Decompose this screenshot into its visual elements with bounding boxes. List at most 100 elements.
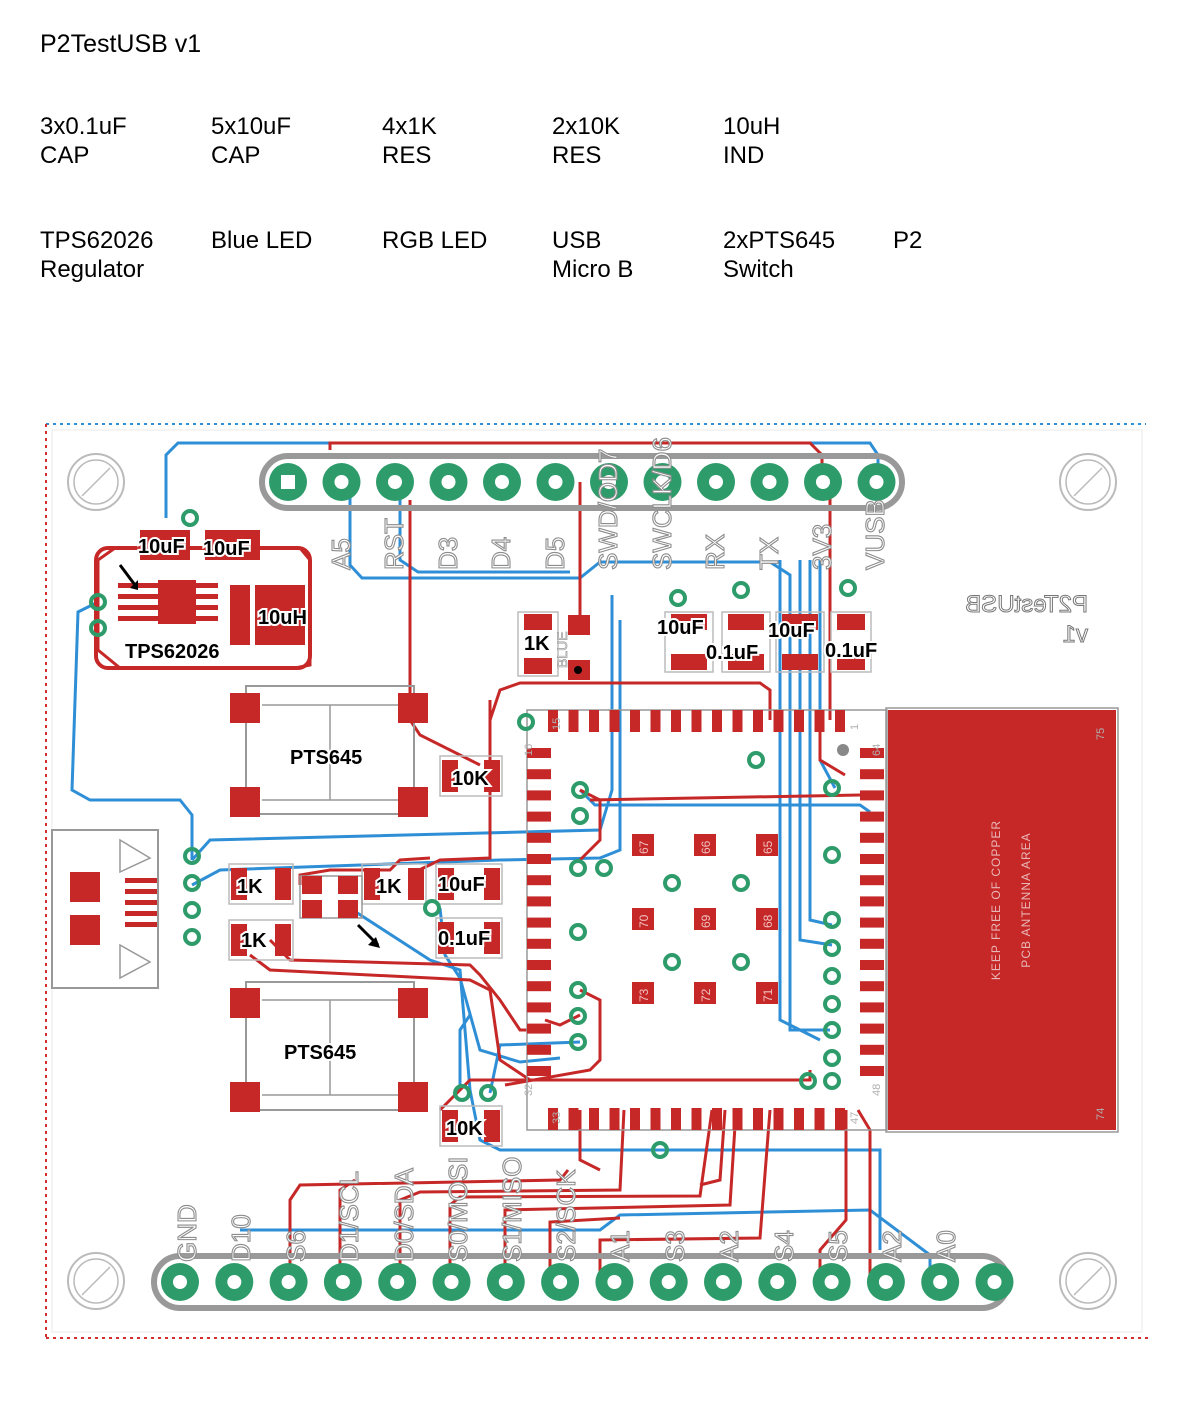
via xyxy=(823,779,841,797)
smd-part xyxy=(435,917,503,959)
cap-label: 10uF xyxy=(138,536,185,558)
header-pin xyxy=(595,1263,634,1301)
antenna-keepout xyxy=(888,710,1116,1130)
bom-line: TPS62026 xyxy=(40,227,154,254)
module-pin-number: 48 xyxy=(871,1084,883,1096)
header-pin-label: RX xyxy=(700,534,730,570)
bom-line: Regulator xyxy=(40,256,145,283)
module-pad xyxy=(860,832,884,843)
module-pad xyxy=(860,811,884,822)
module-pad xyxy=(814,1108,825,1130)
header-pin xyxy=(269,463,307,501)
header-pin xyxy=(758,1263,797,1301)
module-pad xyxy=(712,710,722,732)
header-pin-label: D4 xyxy=(486,537,516,570)
via xyxy=(181,509,199,527)
switch-top xyxy=(230,685,428,817)
via xyxy=(453,1084,471,1102)
via xyxy=(732,874,750,892)
header-pin xyxy=(590,463,628,501)
module-center-pad xyxy=(694,982,716,1004)
via xyxy=(839,579,857,597)
module-pad xyxy=(671,710,681,732)
smd-part xyxy=(664,611,714,673)
via xyxy=(571,807,589,825)
bom-line: USB xyxy=(552,227,602,254)
header-pin-label: 3V3 xyxy=(807,524,837,570)
header-pin-label: D1/SCL xyxy=(334,1171,364,1262)
module-pad xyxy=(630,1108,640,1130)
module-pad xyxy=(860,1044,884,1055)
module-pad xyxy=(860,938,884,949)
center-pad-number: 72 xyxy=(699,988,713,1002)
module-pad xyxy=(527,1066,551,1076)
header-pin xyxy=(704,1263,742,1301)
bom-line: Micro B xyxy=(552,256,634,283)
module-pin-number: 33 xyxy=(551,1112,563,1124)
part-label: 10K xyxy=(446,1118,483,1140)
header-pin-label: VUSB xyxy=(860,499,890,570)
module-pin-number: 47 xyxy=(849,1112,861,1124)
bom-item-rgb-led: RGB LED xyxy=(382,226,487,255)
smd-part xyxy=(830,611,872,673)
header-pin-label: A2 xyxy=(714,1230,744,1262)
module-pad xyxy=(589,1108,599,1130)
header-pin xyxy=(215,1263,254,1301)
module-pad xyxy=(835,710,845,732)
page-title: P2TestUSB v1 xyxy=(40,30,202,58)
part-label: 0.1uF xyxy=(825,640,877,662)
part-label: 10uF xyxy=(657,617,704,639)
bom-item-cap-10uf: 5x10uF CAP xyxy=(211,112,291,170)
module-center-pad xyxy=(632,834,654,856)
module-pad xyxy=(527,981,551,992)
bom-item-regulator: TPS62026 Regulator xyxy=(40,226,153,284)
switch-bottom xyxy=(230,981,428,1112)
bom-line: 2xPTS645 xyxy=(723,227,836,254)
header-pin-label: S6 xyxy=(281,1230,311,1262)
led-block xyxy=(568,615,590,680)
via xyxy=(823,939,841,957)
bom-line: 3x0.1uF xyxy=(40,113,127,140)
header-pin-label: S4 xyxy=(769,1230,799,1262)
via xyxy=(423,899,441,917)
bom-line: CAP xyxy=(40,142,90,169)
header-pin xyxy=(643,463,682,501)
center-pad-number: 67 xyxy=(637,840,651,854)
module-pin-number: 74 xyxy=(1095,1108,1107,1120)
regulator-label: TPS62026 xyxy=(125,641,220,663)
part-label: 1K xyxy=(237,876,263,898)
module-pad xyxy=(650,1108,661,1130)
header-pin xyxy=(649,1263,688,1301)
module-pin-number: 64 xyxy=(871,744,883,756)
via xyxy=(663,953,681,971)
header-pin xyxy=(536,463,575,501)
via xyxy=(569,1007,587,1025)
smd-part xyxy=(517,611,559,677)
module-pad xyxy=(860,748,884,758)
module-pad xyxy=(527,896,551,907)
via xyxy=(569,923,587,941)
smd-part xyxy=(439,1105,503,1147)
module-pad xyxy=(860,981,884,992)
mirror-title-line2: v1 xyxy=(1063,621,1088,648)
switch-label: PTS645 xyxy=(284,1042,356,1064)
header-pin xyxy=(857,463,896,501)
header-pin xyxy=(921,1263,960,1301)
via xyxy=(732,581,750,599)
via xyxy=(569,1033,587,1051)
via xyxy=(89,619,107,637)
module-pad xyxy=(568,710,579,732)
module-pad xyxy=(860,854,884,864)
module-pad xyxy=(671,1108,681,1130)
header-pin-label: A1 xyxy=(605,1230,635,1262)
via xyxy=(183,928,201,946)
smd-part xyxy=(439,755,503,797)
via xyxy=(479,1084,497,1102)
module-pad xyxy=(860,1066,884,1076)
module-pad xyxy=(527,854,551,864)
module-pad xyxy=(814,710,825,732)
module-pad xyxy=(753,710,763,732)
smd-part xyxy=(775,611,825,673)
mounting-hole-bl xyxy=(67,1252,125,1310)
